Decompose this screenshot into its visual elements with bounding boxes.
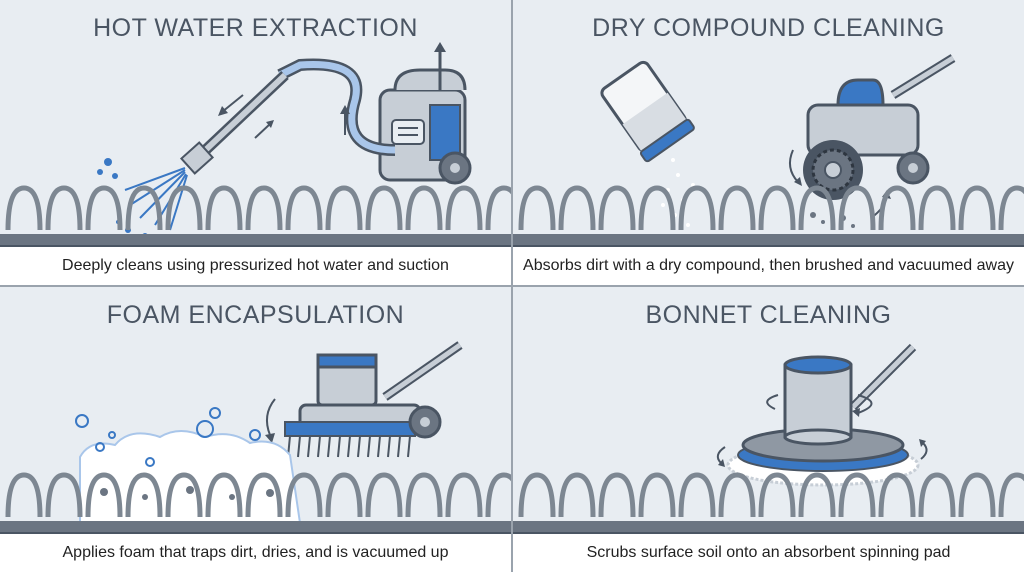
panel-caption: Deeply cleans using pressurized hot wate… [62, 257, 449, 274]
caption-bar: Applies foam that traps dirt, dries, and… [0, 532, 511, 572]
panel-title: BONNET CLEANING [645, 301, 892, 329]
bonnet-machine-icon [726, 355, 920, 487]
caption-bar: Scrubs surface soil onto an absorbent sp… [513, 532, 1024, 572]
extractor-machine-icon [378, 42, 472, 185]
carpet-fibers [518, 185, 1024, 231]
caption-bar: Deeply cleans using pressurized hot wate… [0, 245, 511, 285]
panel-caption: Absorbs dirt with a dry compound, then b… [523, 257, 1014, 274]
panel-caption: Scrubs surface soil onto an absorbent sp… [586, 544, 951, 561]
panel-bonnet-cleaning: BONNET CLEANING [513, 287, 1024, 572]
hose-icon [277, 58, 396, 156]
carpet-fibers [518, 472, 1024, 518]
caption-bar: Absorbs dirt with a dry compound, then b… [513, 245, 1024, 285]
foam-machine-icon [284, 353, 442, 458]
brush-machine-icon [803, 78, 930, 200]
bonnet-machine-illustration [513, 343, 1024, 534]
compound-container-icon [600, 60, 695, 163]
panel-dry-compound-cleaning: DRY COMPOUND CLEANING [513, 0, 1024, 285]
panel-caption: Applies foam that traps dirt, dries, and… [62, 544, 449, 561]
hot-water-extractor-illustration [0, 42, 511, 247]
dry-compound-illustration [513, 54, 1024, 247]
carpet-fibers [5, 472, 511, 518]
panel-foam-encapsulation: FOAM ENCAPSULATION [0, 287, 511, 572]
panel-title: FOAM ENCAPSULATION [106, 301, 405, 329]
foam-machine-illustration [0, 341, 511, 534]
carpet-fibers [5, 185, 511, 231]
panel-title: DRY COMPOUND CLEANING [592, 14, 945, 42]
panel-title: HOT WATER EXTRACTION [93, 14, 418, 42]
horizontal-divider [0, 285, 1024, 287]
panel-hot-water-extraction: HOT WATER EXTRACTION [0, 0, 511, 285]
